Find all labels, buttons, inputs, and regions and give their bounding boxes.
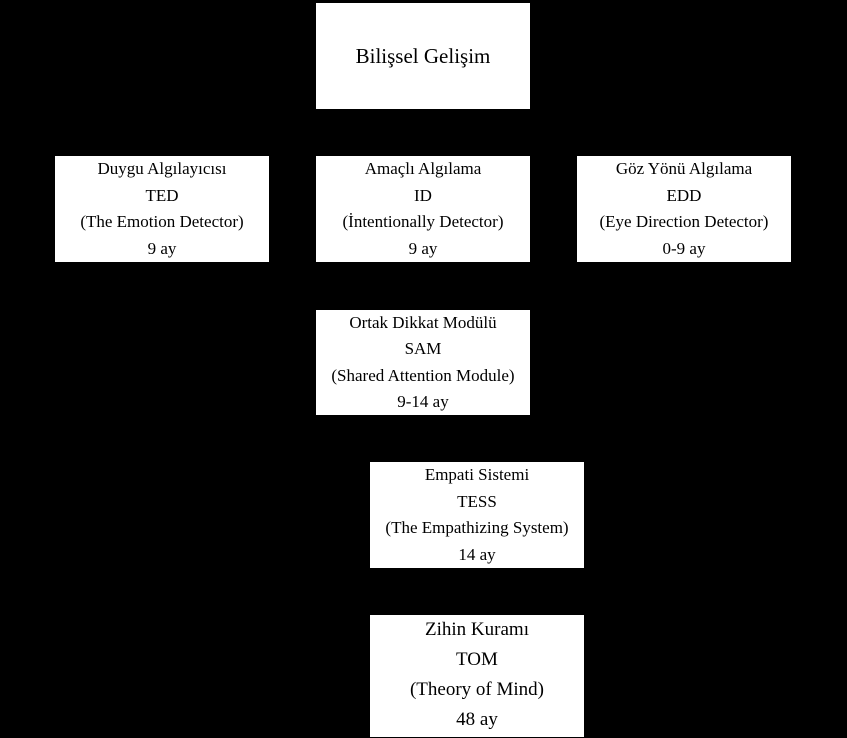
node-name: Empati Sistemi [424,465,530,484]
node-abbreviation: TED [145,185,179,205]
node-abbreviation: EDD [666,185,702,205]
node-cognitive-development: Bilişsel Gelişim [315,2,531,110]
node-name: Amaçlı Algılama [364,159,482,178]
node-age: 9 ay [408,238,438,258]
node-theory-of-mind: Zihin Kuramı TOM (Theory of Mind) 48 ay [369,614,585,738]
node-title: Bilişsel Gelişim [355,44,491,68]
node-age: 9 ay [147,238,177,258]
node-eye-direction-detector: Göz Yönü Algılama EDD (Eye Direction Det… [576,155,792,263]
node-english-name: (Shared Attention Module) [331,365,515,385]
node-english-name: (Theory of Mind) [409,679,545,700]
node-abbreviation: TESS [457,491,497,511]
node-name: Zihin Kuramı [425,619,529,640]
node-english-name: (The Emotion Detector) [80,212,244,231]
node-intentionality-detector: Amaçlı Algılama ID (İntentionally Detect… [315,155,531,263]
node-shared-attention-module: Ortak Dikkat Modülü SAM (Shared Attentio… [315,309,531,416]
node-age: 14 ay [458,544,496,564]
node-english-name: (Eye Direction Detector) [599,212,769,231]
node-english-name: (İntentionally Detector) [342,212,504,231]
node-name: Göz Yönü Algılama [615,159,753,178]
node-empathizing-system: Empati Sistemi TESS (The Empathizing Sys… [369,461,585,569]
node-abbreviation: SAM [404,339,442,358]
node-age: 0-9 ay [662,238,706,258]
node-abbreviation: ID [414,185,432,205]
node-english-name: (The Empathizing System) [385,518,569,537]
node-name: Ortak Dikkat Modülü [349,312,497,332]
node-age: 9-14 ay [397,392,449,411]
node-emotion-detector: Duygu Algılayıcısı TED (The Emotion Dete… [54,155,270,263]
node-age: 48 ay [456,709,498,730]
node-name: Duygu Algılayıcısı [97,159,227,178]
node-abbreviation: TOM [456,649,498,670]
